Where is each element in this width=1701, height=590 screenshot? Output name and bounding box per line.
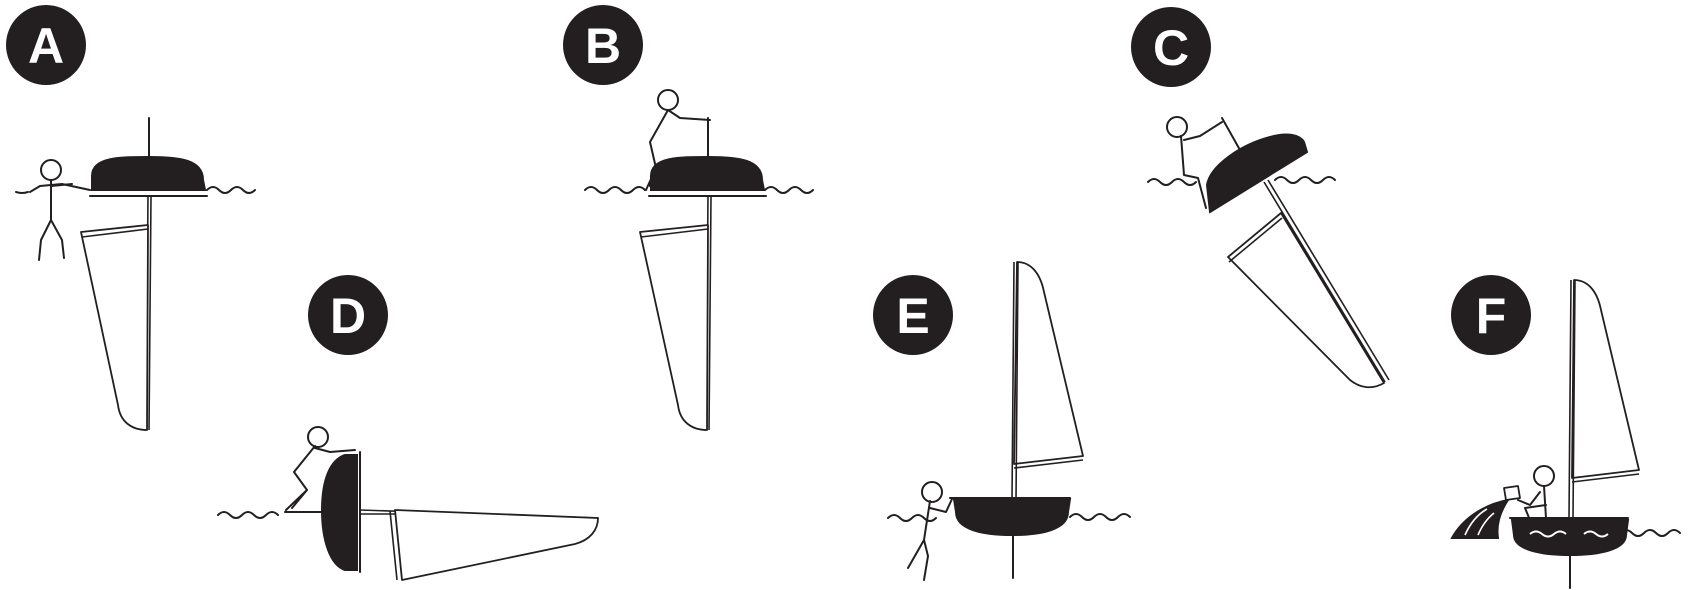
bailer-f [1504,486,1520,500]
badge-c-label: C [1153,20,1189,76]
hull-e [954,499,1070,535]
centerboard-c [1222,118,1240,150]
water-c-right [1275,177,1335,183]
water-e-left [888,515,936,521]
water-a-left [16,192,28,193]
sail-e [1014,262,1083,464]
sailor-a [30,160,90,260]
sailor-e-head [922,482,942,502]
hull-c [1207,135,1307,212]
sailor-e [908,482,952,580]
sailor-c-head [1167,117,1187,137]
sailor-b-head [658,90,678,110]
badge-f: F [1451,275,1531,355]
panel-e: E [873,262,1130,580]
badge-c: C [1131,7,1211,87]
panel-d: D [218,275,598,580]
water-b-left [585,187,645,193]
sail-d [395,510,598,580]
water-e-right [1070,514,1130,520]
badge-d: D [308,275,388,355]
badge-b-label: B [585,18,621,74]
sailor-f-head [1534,466,1554,486]
badge-a: A [6,5,86,85]
sail-c [1228,213,1384,387]
sailor-d-head [308,427,328,447]
mast-b-2 [709,196,711,430]
water-b-right [765,187,813,193]
water-a-right [207,187,255,193]
mast-a-2 [149,196,151,430]
badge-e: E [873,275,953,355]
badge-e-label: E [896,288,929,344]
sailor-e-body [908,499,952,580]
hull-b [651,157,764,190]
water-c-left [1148,179,1196,185]
sail-a [81,225,148,430]
sail-f [1572,280,1639,478]
panel-f: F [1451,275,1680,588]
hull-f [1512,520,1628,555]
mast-f [1569,280,1571,518]
panel-b: B [563,5,813,430]
sail-b [640,225,708,430]
badge-b: B [563,5,643,85]
water-d [218,512,278,518]
hull-d [322,455,357,570]
water-f-right [1620,530,1680,536]
panel-c: C [1131,7,1389,387]
badge-f-label: F [1476,288,1507,344]
hull-a [92,157,205,190]
badge-d-label: D [330,288,366,344]
sailor-a-body [30,180,90,260]
badge-a-label: A [28,18,64,74]
sailor-a-head [41,160,61,180]
panel-a: A [6,5,255,430]
